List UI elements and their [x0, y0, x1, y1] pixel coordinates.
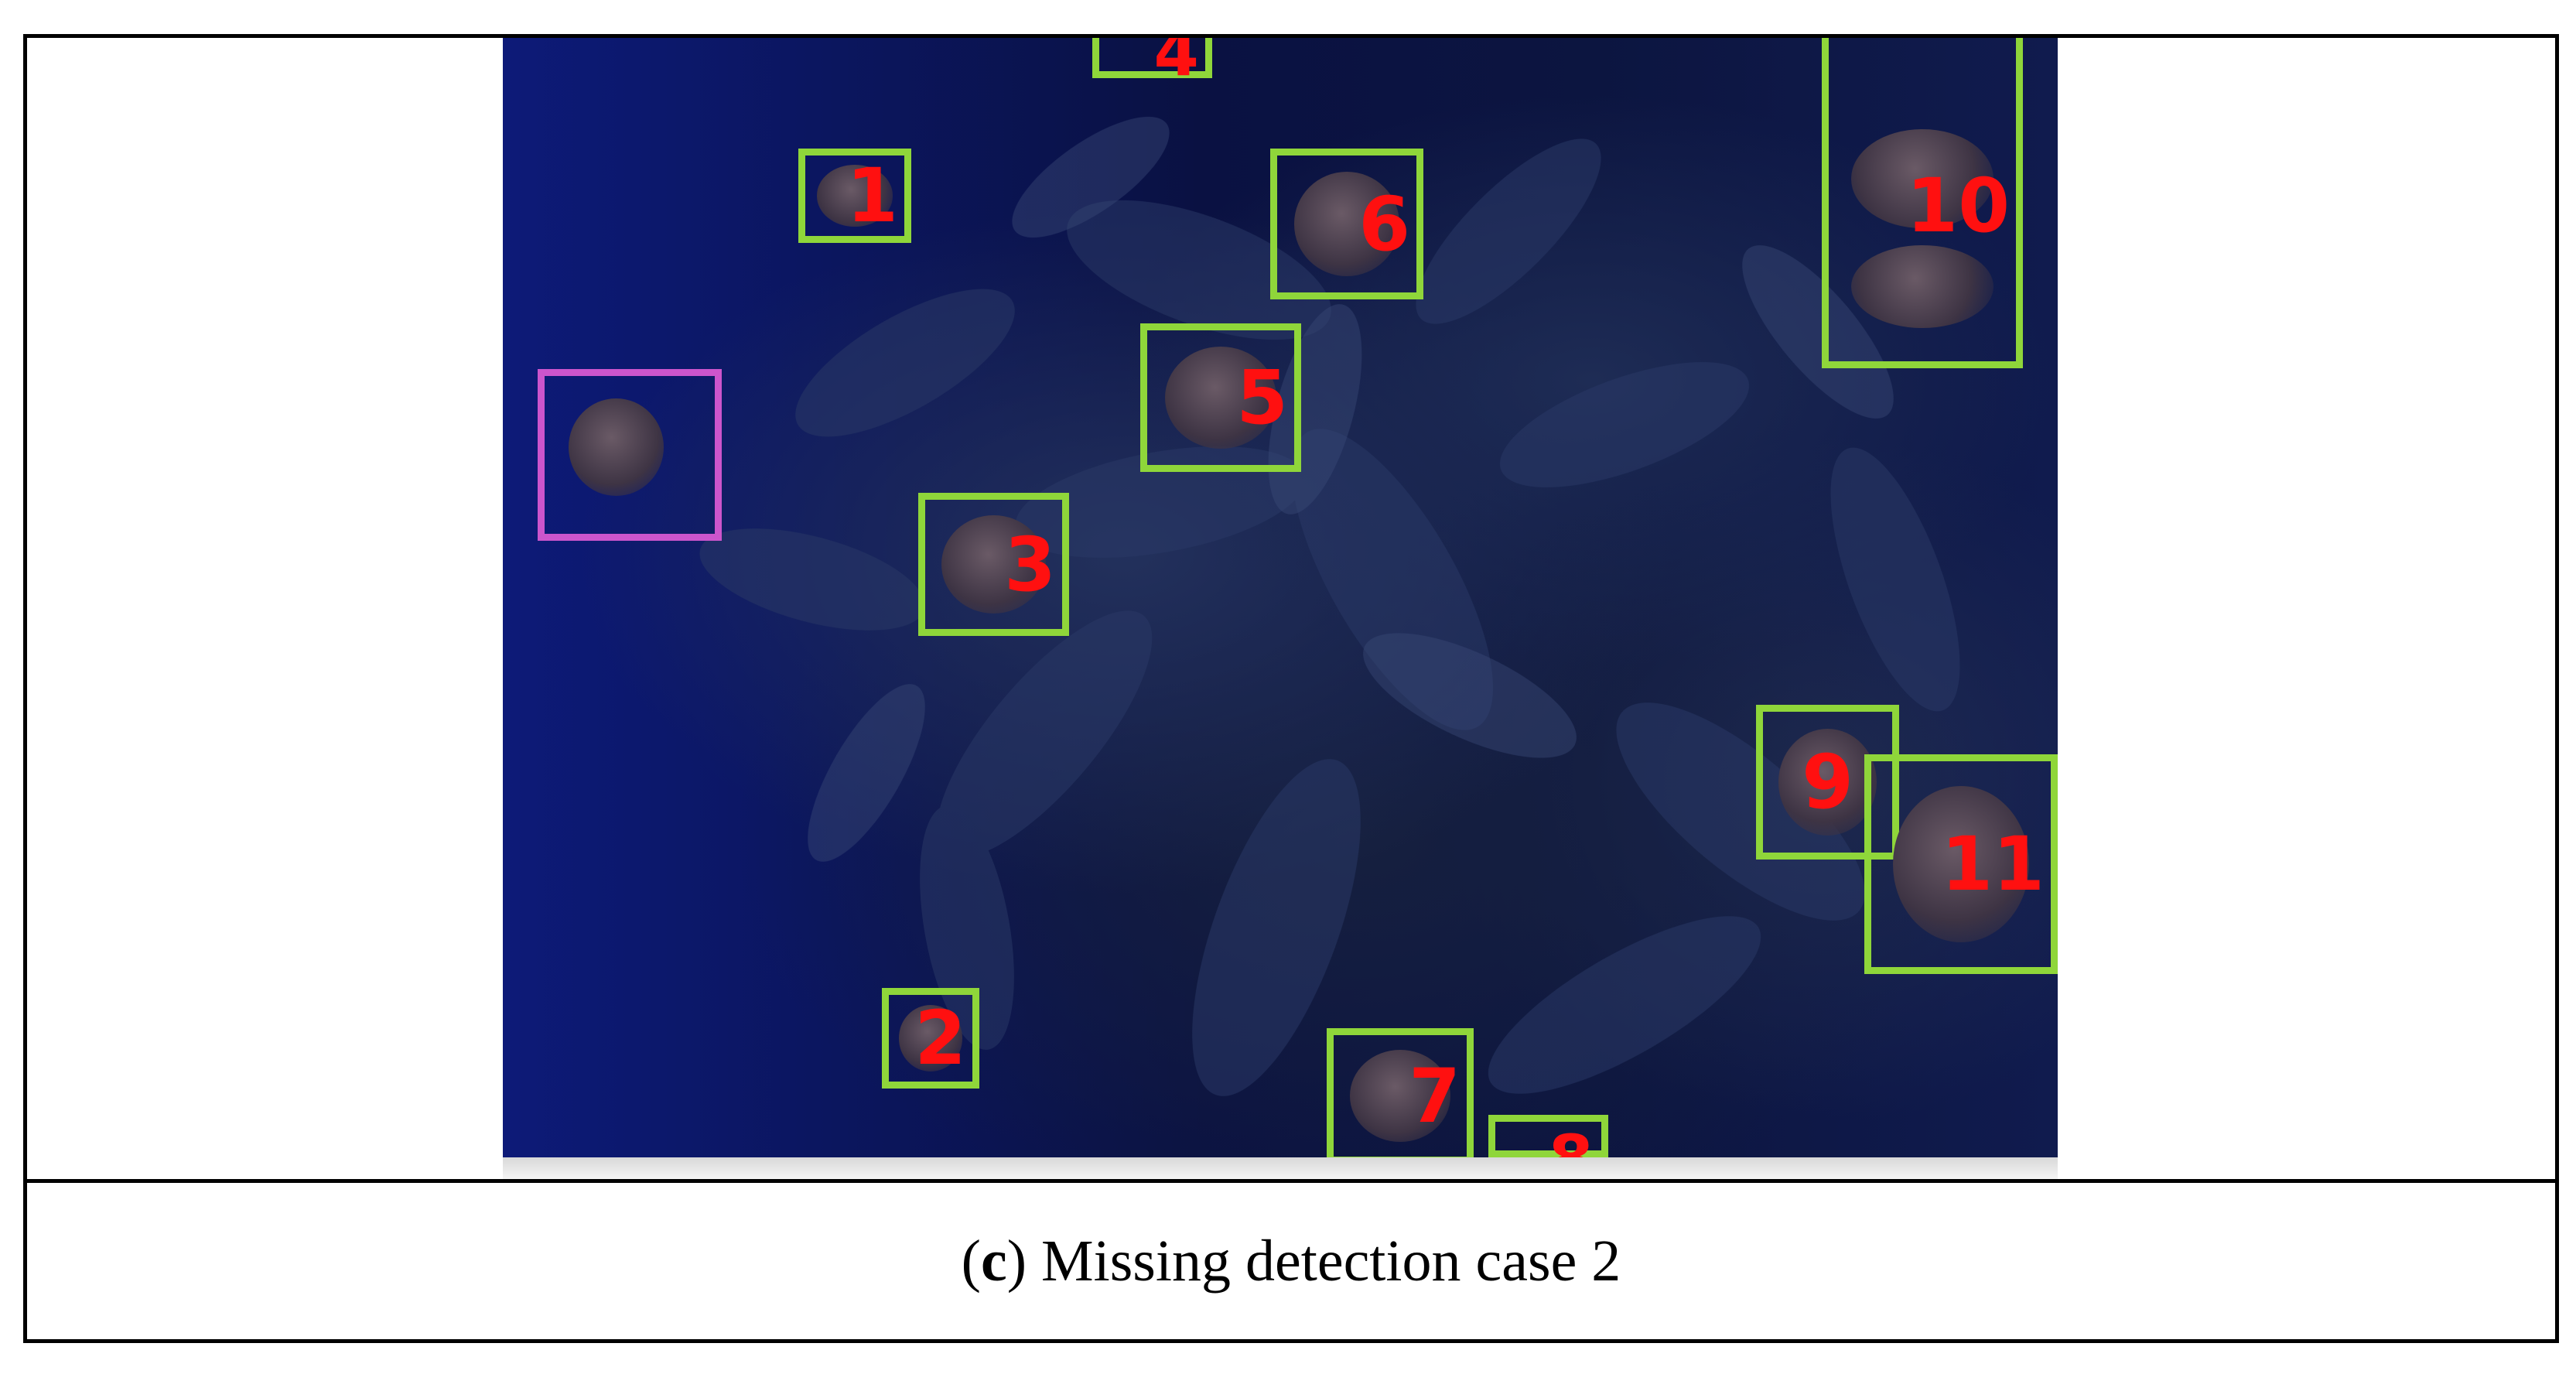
- fruit: [1778, 728, 1877, 836]
- caption-text: Missing detection case 2: [1027, 1228, 1621, 1294]
- fruit: [1851, 128, 1993, 229]
- figure-caption: (c) Missing detection case 2: [23, 1183, 2559, 1339]
- fruit: [1349, 1049, 1451, 1143]
- fruit: [941, 515, 1046, 614]
- fruit: [1293, 172, 1400, 276]
- detection-label: 3: [1004, 521, 1056, 608]
- detection-box-11: 11: [1864, 754, 2058, 974]
- fruit: [1851, 244, 1993, 329]
- detection-box-5: 5: [1140, 323, 1301, 472]
- fruit: [1164, 346, 1277, 449]
- detection-label: 9: [1802, 739, 1853, 825]
- detection-label: 11: [1941, 821, 2045, 907]
- detection-label: 1: [846, 152, 898, 239]
- detection-box-6: 6: [1270, 149, 1423, 299]
- detection-box-9: 9: [1756, 705, 1899, 860]
- detection-box-8: 8: [1488, 1115, 1608, 1179]
- detection-box-3: 3: [918, 493, 1069, 636]
- figure-frame: [23, 34, 2559, 1343]
- detection-label: 10: [1906, 162, 2010, 249]
- detection-box-4: 4: [1092, 38, 1212, 85]
- detection-photo: 1 2 3 4 5 6 7 8 9 10 11: [503, 38, 2058, 1179]
- detection-box-7: 7: [1327, 1028, 1474, 1164]
- detection-label: 7: [1409, 1052, 1461, 1140]
- detection-label: 2: [914, 995, 966, 1082]
- detection-label: 6: [1358, 180, 1410, 268]
- caption-panel-label: c: [980, 1228, 1007, 1294]
- caption-divider: [23, 1179, 2559, 1183]
- photo-bottom-strip: [503, 1157, 2058, 1179]
- fruit: [898, 1005, 963, 1072]
- detection-label: 4: [1153, 38, 1199, 91]
- fruit: [568, 398, 664, 497]
- caption-open-paren: (: [961, 1228, 981, 1294]
- missed-detection-box: [538, 369, 722, 541]
- fruit: [817, 165, 893, 227]
- detection-label: 5: [1236, 354, 1288, 441]
- detection-box-10: 10: [1822, 38, 2023, 368]
- detection-box-1: 1: [798, 149, 911, 243]
- fruit: [1892, 785, 2030, 943]
- foliage-background: [699, 116, 1960, 1096]
- caption-close-paren: ): [1006, 1228, 1027, 1294]
- detection-box-2: 2: [882, 988, 979, 1089]
